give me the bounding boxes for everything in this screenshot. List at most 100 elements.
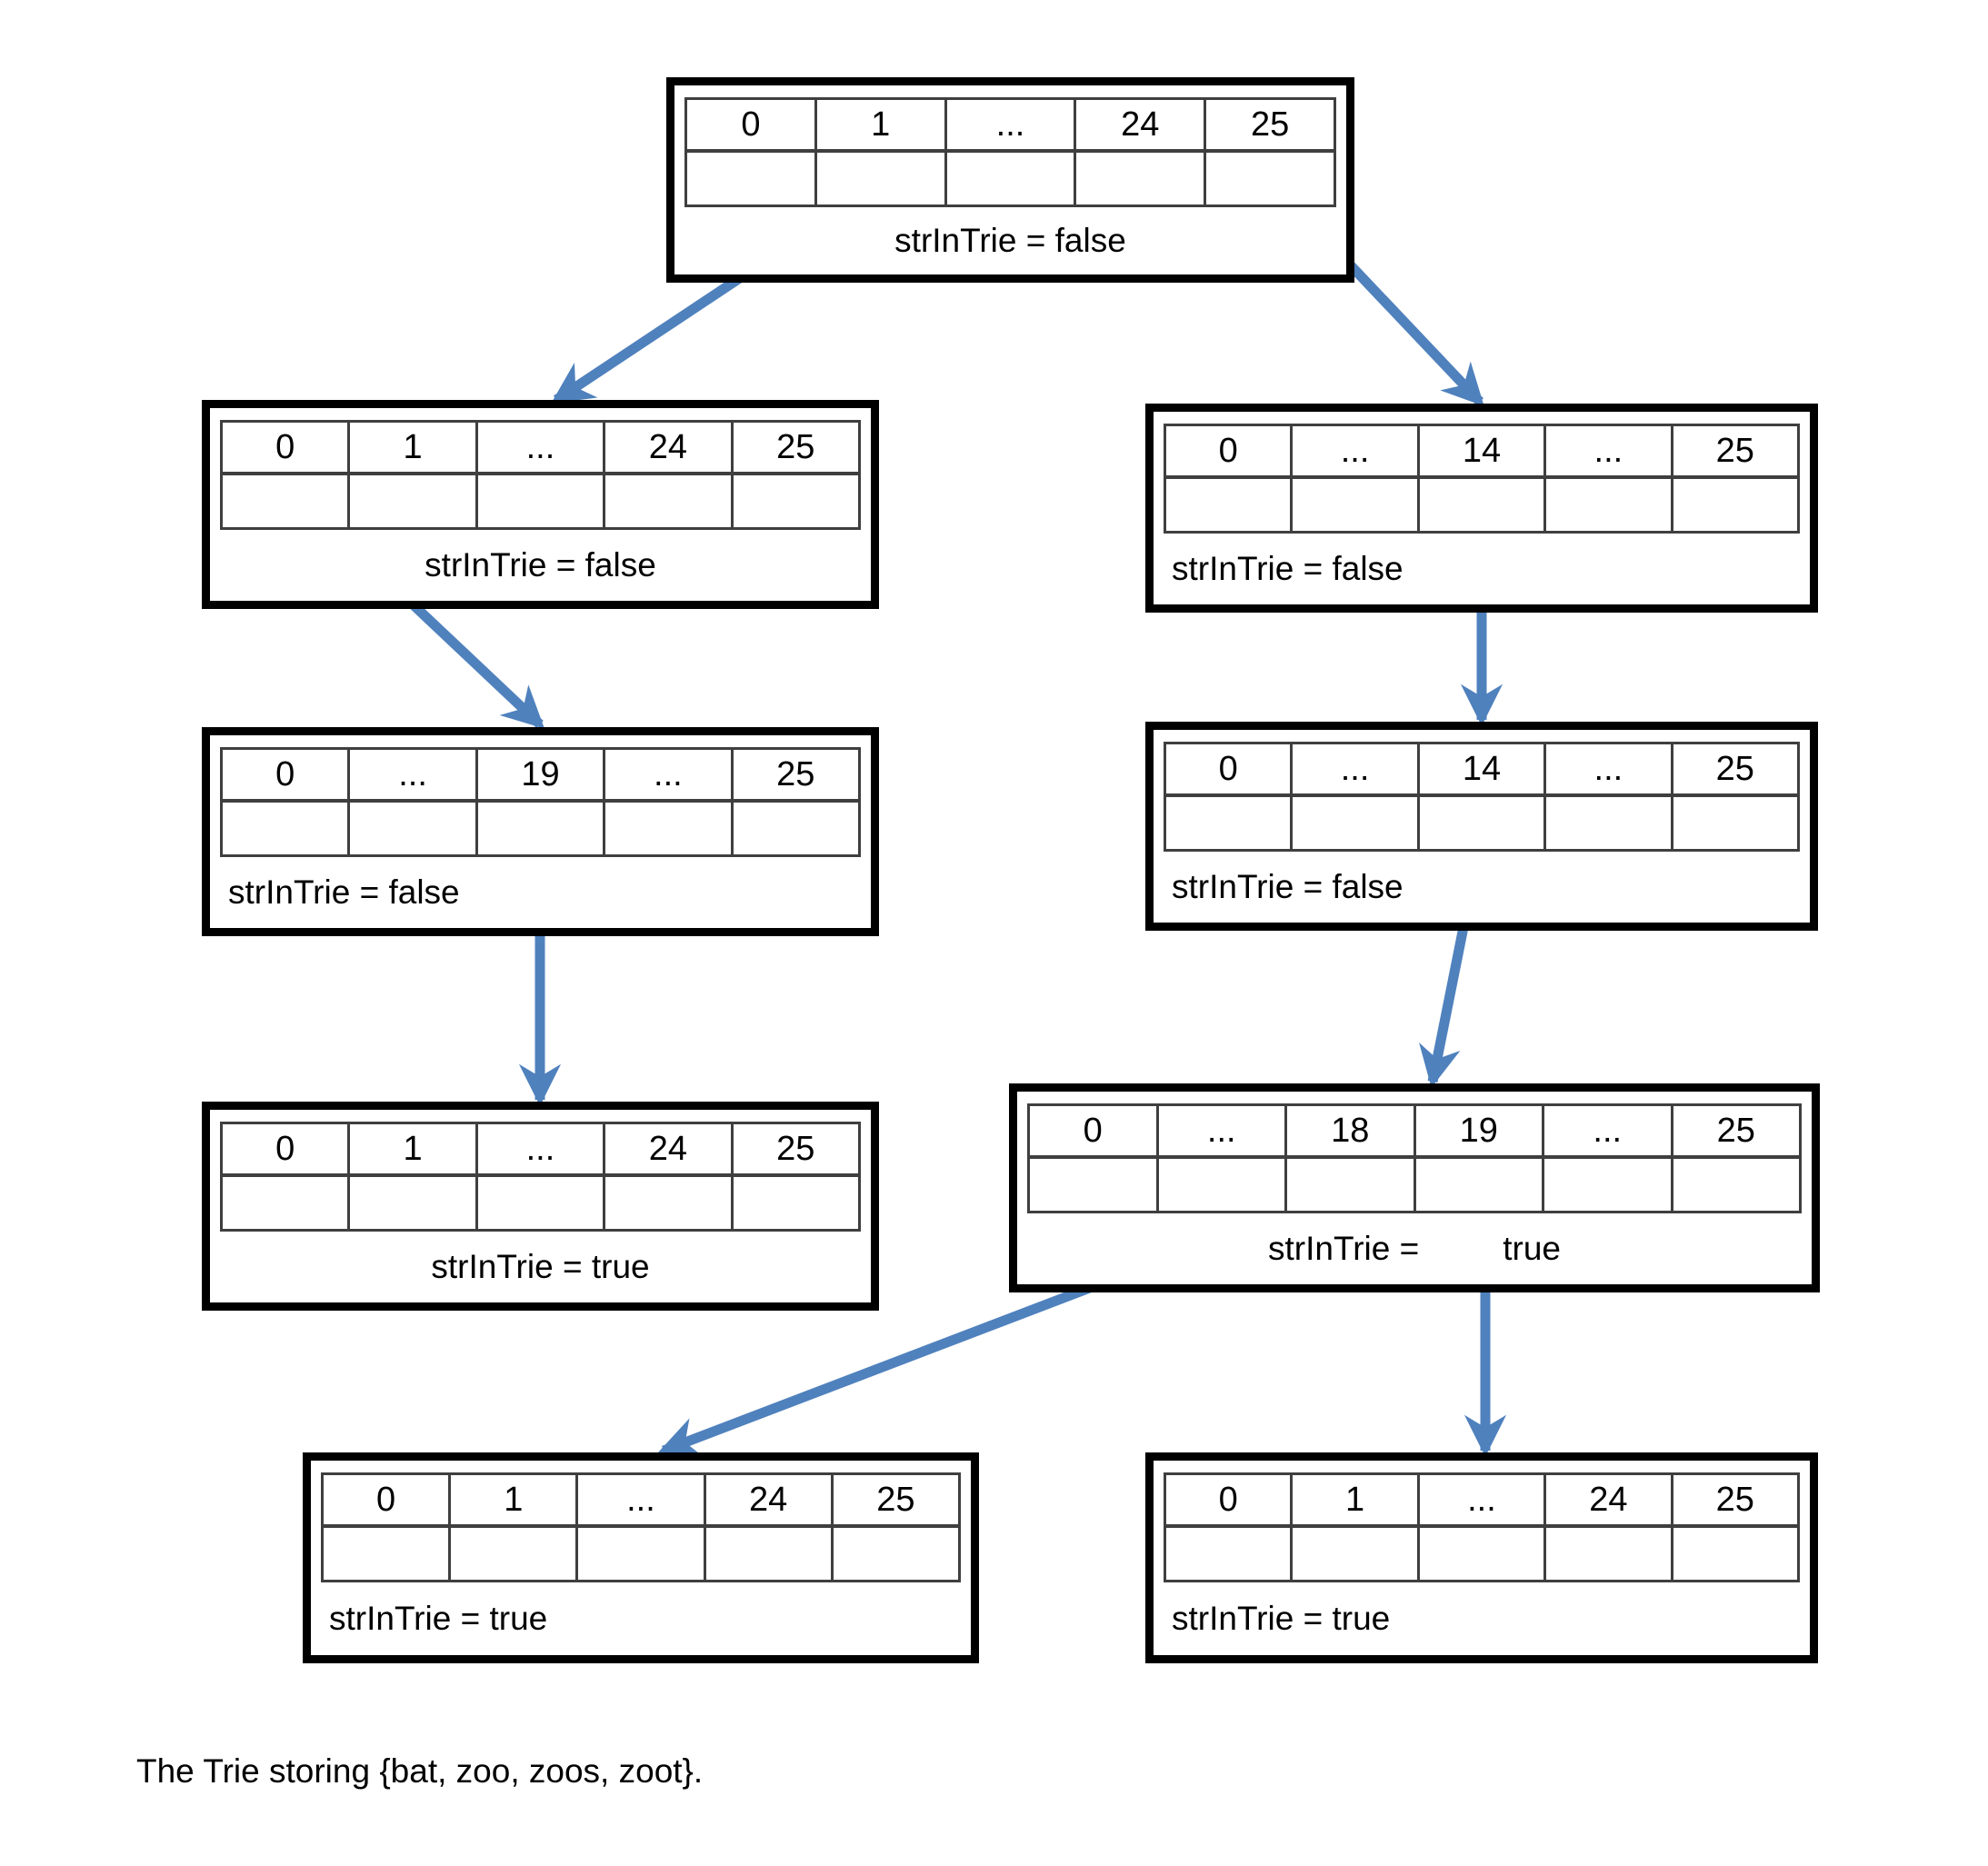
index-ellipsis-cell: ...	[475, 1122, 606, 1177]
pointer-cell	[475, 799, 606, 857]
pointer-cell	[730, 472, 862, 530]
str-in-trie-flag: strInTrie = false	[894, 222, 1126, 259]
pointer-cell	[1670, 1155, 1802, 1213]
index-cell-0: 0	[219, 747, 351, 803]
index-cell-25: 25	[1670, 1472, 1801, 1528]
index-ellipsis-cell: ...	[1290, 424, 1420, 479]
str-in-trie-flag: strInTrie = false	[228, 873, 460, 911]
str-in-trie-flag: strInTrie = true	[1172, 1600, 1391, 1637]
pointer-cell	[1416, 793, 1547, 852]
str-in-trie-flag: strInTrie = false	[1172, 868, 1404, 905]
pointer-cell	[1290, 793, 1420, 852]
pointer-cell	[730, 1173, 862, 1232]
pointer-cell	[830, 1524, 962, 1582]
pointer-cell	[320, 1524, 452, 1582]
pointer-cell	[730, 799, 862, 857]
index-ellipsis-cell: ...	[1543, 742, 1673, 797]
pointer-cell	[1163, 1524, 1294, 1582]
pointer-cell	[1543, 1524, 1673, 1582]
child-pointer-array: 0...14...25	[1163, 742, 1801, 852]
index-ellipsis-cell: ...	[347, 747, 478, 803]
index-cell-19: 19	[1413, 1103, 1544, 1159]
index-cell-1: 1	[347, 1122, 478, 1177]
index-cell-25: 25	[1670, 424, 1801, 479]
pointer-cell	[1416, 1524, 1547, 1582]
pointer-row	[219, 799, 862, 857]
pointer-cell	[575, 1524, 706, 1582]
pointer-row	[1163, 793, 1801, 852]
pointer-cell	[603, 799, 734, 857]
index-ellipsis-cell: ...	[1155, 1103, 1287, 1159]
pointer-cell	[1284, 1155, 1416, 1213]
pointer-cell	[1204, 149, 1336, 207]
index-ellipsis-cell: ...	[475, 420, 606, 475]
str-in-trie-flag: strInTrie = true	[431, 1248, 650, 1285]
pointer-cell	[703, 1524, 834, 1582]
index-header-row: 0...19...25	[219, 747, 862, 803]
pointer-row	[219, 472, 862, 530]
flag-label-left: strInTrie =	[1268, 1230, 1420, 1267]
index-cell-0: 0	[1027, 1103, 1159, 1159]
index-cell-25: 25	[1204, 97, 1336, 153]
index-ellipsis-cell: ...	[603, 747, 734, 803]
index-cell-24: 24	[1074, 97, 1207, 153]
pointer-cell	[1543, 793, 1673, 852]
pointer-row	[320, 1524, 962, 1582]
index-cell-24: 24	[603, 420, 734, 475]
pointer-cell	[448, 1524, 579, 1582]
index-cell-25: 25	[1670, 742, 1801, 797]
index-cell-25: 25	[830, 1472, 962, 1528]
pointer-cell	[603, 1173, 734, 1232]
pointer-cell	[944, 149, 1077, 207]
index-cell-18: 18	[1284, 1103, 1416, 1159]
figure-caption: The Trie storing {bat, zoo, zoos, zoot}.	[136, 1752, 704, 1790]
pointer-cell	[1290, 1524, 1420, 1582]
child-pointer-array: 0...19...25	[219, 747, 862, 857]
pointer-cell	[1074, 149, 1207, 207]
pointer-row	[1163, 475, 1801, 534]
pointer-cell	[1670, 475, 1801, 534]
pointer-cell	[347, 472, 478, 530]
flag-label-right: true	[1503, 1230, 1561, 1267]
pointer-cell	[219, 1173, 351, 1232]
pointer-cell	[475, 472, 606, 530]
pointer-cell	[1542, 1155, 1673, 1213]
index-ellipsis-cell: ...	[1290, 742, 1420, 797]
str-in-trie-flag: strInTrie = true	[329, 1600, 548, 1637]
pointer-cell	[1163, 793, 1294, 852]
index-cell-24: 24	[1543, 1472, 1673, 1528]
index-cell-25: 25	[730, 1122, 862, 1177]
pointer-cell	[1290, 475, 1420, 534]
index-ellipsis-cell: ...	[1543, 424, 1673, 479]
pointer-cell	[219, 799, 351, 857]
pointer-cell	[219, 472, 351, 530]
index-cell-0: 0	[1163, 1472, 1294, 1528]
pointer-row	[684, 149, 1336, 207]
pointer-row	[1163, 1524, 1801, 1582]
trie-node-z: 0...14...25 strInTrie = false	[1145, 404, 1818, 613]
index-header-row: 0...14...25	[1163, 742, 1801, 797]
pointer-cell	[1543, 475, 1673, 534]
pointer-cell	[603, 472, 734, 530]
index-cell-24: 24	[603, 1122, 734, 1177]
str-in-trie-flag: strInTrie = false	[425, 546, 656, 584]
pointer-row	[219, 1173, 862, 1232]
pointer-cell	[1670, 1524, 1801, 1582]
index-ellipsis-cell: ...	[944, 97, 1077, 153]
